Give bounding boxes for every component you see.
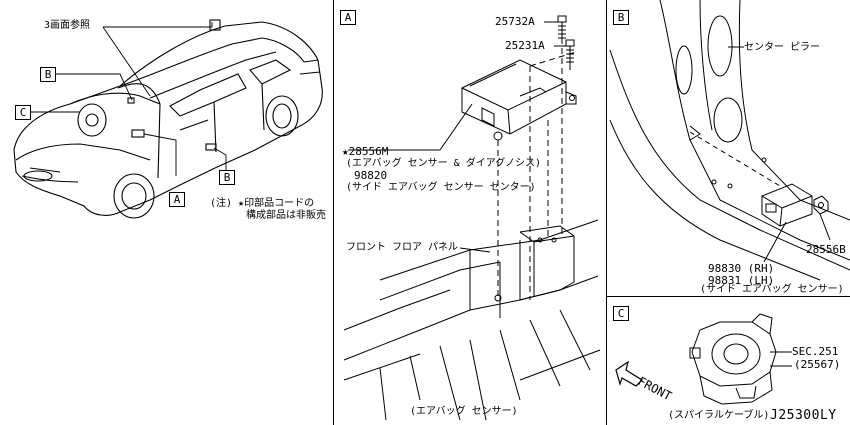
overview-callout-b-lower: B <box>219 170 235 185</box>
part-label-98820: 98820 <box>354 169 388 182</box>
overview-note-line2: 構成部品は非販売 <box>246 210 326 221</box>
overview-callout-c: C <box>15 105 31 120</box>
part-label-25231a: 25231A <box>505 39 545 52</box>
label-sec-251: SEC.251 <box>792 345 839 358</box>
overview-ref-note: 3画面参照 <box>44 20 91 31</box>
divider-left <box>333 0 334 425</box>
overview-leaders <box>30 22 227 176</box>
part-desc-side-sensor-center: (サイド エアバッグ センサー センター) <box>346 182 536 193</box>
diagram-code: J25300LY <box>770 408 837 423</box>
label-front-floor-panel: フロント フロア パネル <box>346 242 459 253</box>
car-illustration <box>13 19 323 219</box>
label-sec-part: (25567) <box>794 358 841 371</box>
part-label-98831: 98831 (LH) <box>708 274 775 287</box>
panel-label-c: C <box>613 306 629 321</box>
overview-note-line1: (注) ★印部品コードの <box>210 198 315 209</box>
part-label-98830: 98830 (RH) <box>708 262 775 275</box>
panel-b-linework <box>609 0 850 281</box>
part-label-25732a: 25732A <box>495 15 535 28</box>
caption-airbag-sensor: (エアバッグ センサー) <box>410 406 518 417</box>
divider-right-horizontal <box>606 296 850 297</box>
panel-label-b: B <box>613 10 629 25</box>
part-label-28556m: ★28556M <box>342 145 389 158</box>
overview-callout-b: B <box>40 67 56 82</box>
label-center-pillar: センター ピラー <box>744 42 821 53</box>
panel-c-linework <box>615 313 792 405</box>
caption-spiral-cable: (スパイラルケーブル) <box>668 410 770 421</box>
panel-a-linework <box>343 15 601 421</box>
divider-right <box>606 0 607 425</box>
overview-callout-a: A <box>169 192 185 207</box>
panel-label-a: A <box>340 10 356 25</box>
part-label-28556b: 28556B <box>806 243 846 256</box>
caption-side-airbag-sensor: (サイド エアバッグ センサー) <box>700 284 844 295</box>
part-desc-diagnosis: (エアバッグ センサー & ダイアグノシス) <box>346 158 542 169</box>
